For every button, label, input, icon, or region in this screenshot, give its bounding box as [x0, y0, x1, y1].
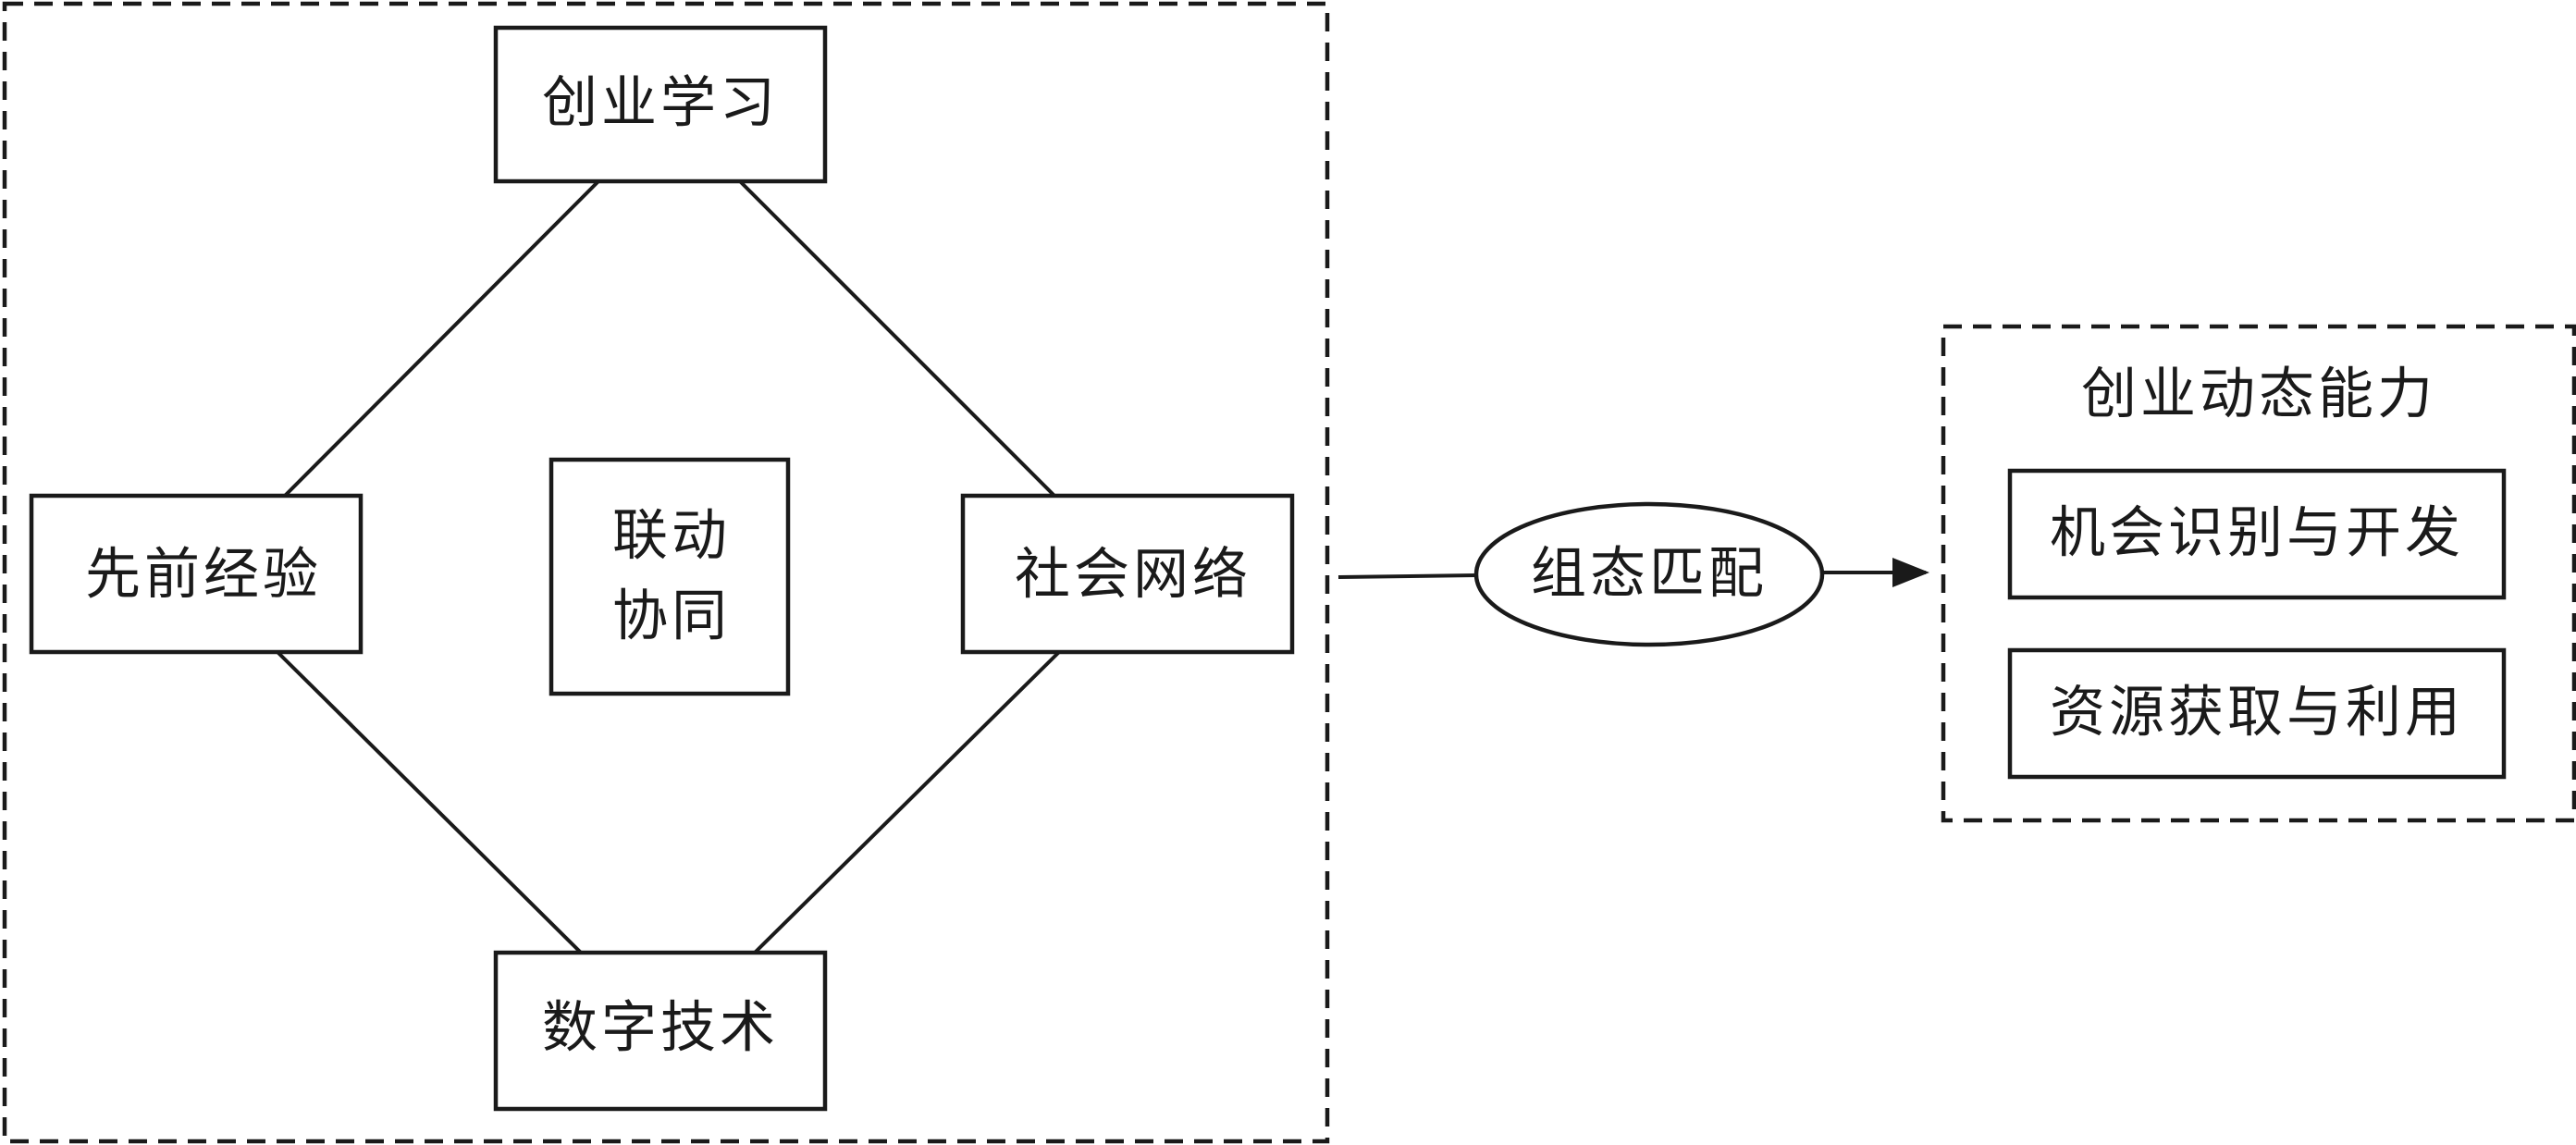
node-digital-technology-box: [493, 950, 828, 1112]
capabilities-title: 创业动态能力: [2081, 363, 2436, 427]
left-group-frame: [2, 1, 1330, 1144]
node-prior-experience-box: [29, 493, 364, 655]
node-opportunity-identification: 机会识别与开发: [2007, 468, 2507, 600]
node-linkage-synergy-line2: 协同: [612, 585, 731, 649]
node-digital-technology: 数字技术: [493, 950, 828, 1112]
node-linkage-synergy-line1: 联动: [612, 504, 731, 569]
connector-right-bottom: [753, 650, 1061, 954]
node-linkage-synergy-box: [548, 457, 791, 696]
node-digital-technology-label: 数字技术: [542, 996, 779, 1061]
node-prior-experience-label: 先前经验: [85, 543, 322, 608]
connector-top-right: [738, 179, 1056, 498]
node-opportunity-identification-box: [2007, 468, 2507, 600]
connector-left-bottom: [276, 650, 583, 954]
node-resource-acquisition-label: 资源获取与利用: [2050, 681, 2464, 745]
node-configuration-matching-label: 组态匹配: [1531, 542, 1768, 607]
node-opportunity-identification-label: 机会识别与开发: [2050, 501, 2464, 566]
connector-top-left: [283, 179, 600, 498]
node-entrepreneurial-learning-label: 创业学习: [542, 71, 779, 136]
node-configuration-matching: 组态匹配: [1473, 501, 1825, 647]
node-resource-acquisition-box: [2007, 647, 2507, 780]
node-entrepreneurial-learning-box: [493, 25, 828, 184]
node-social-network-box: [960, 493, 1295, 655]
node-prior-experience: 先前经验: [29, 493, 364, 655]
node-social-network-label: 社会网络: [1015, 543, 1251, 608]
node-entrepreneurial-learning: 创业学习: [493, 25, 828, 184]
node-social-network: 社会网络: [960, 493, 1295, 655]
node-linkage-synergy: 联动 协同: [548, 457, 791, 696]
line-to-ellipse: [1337, 573, 1477, 579]
node-resource-acquisition: 资源获取与利用: [2007, 647, 2507, 780]
